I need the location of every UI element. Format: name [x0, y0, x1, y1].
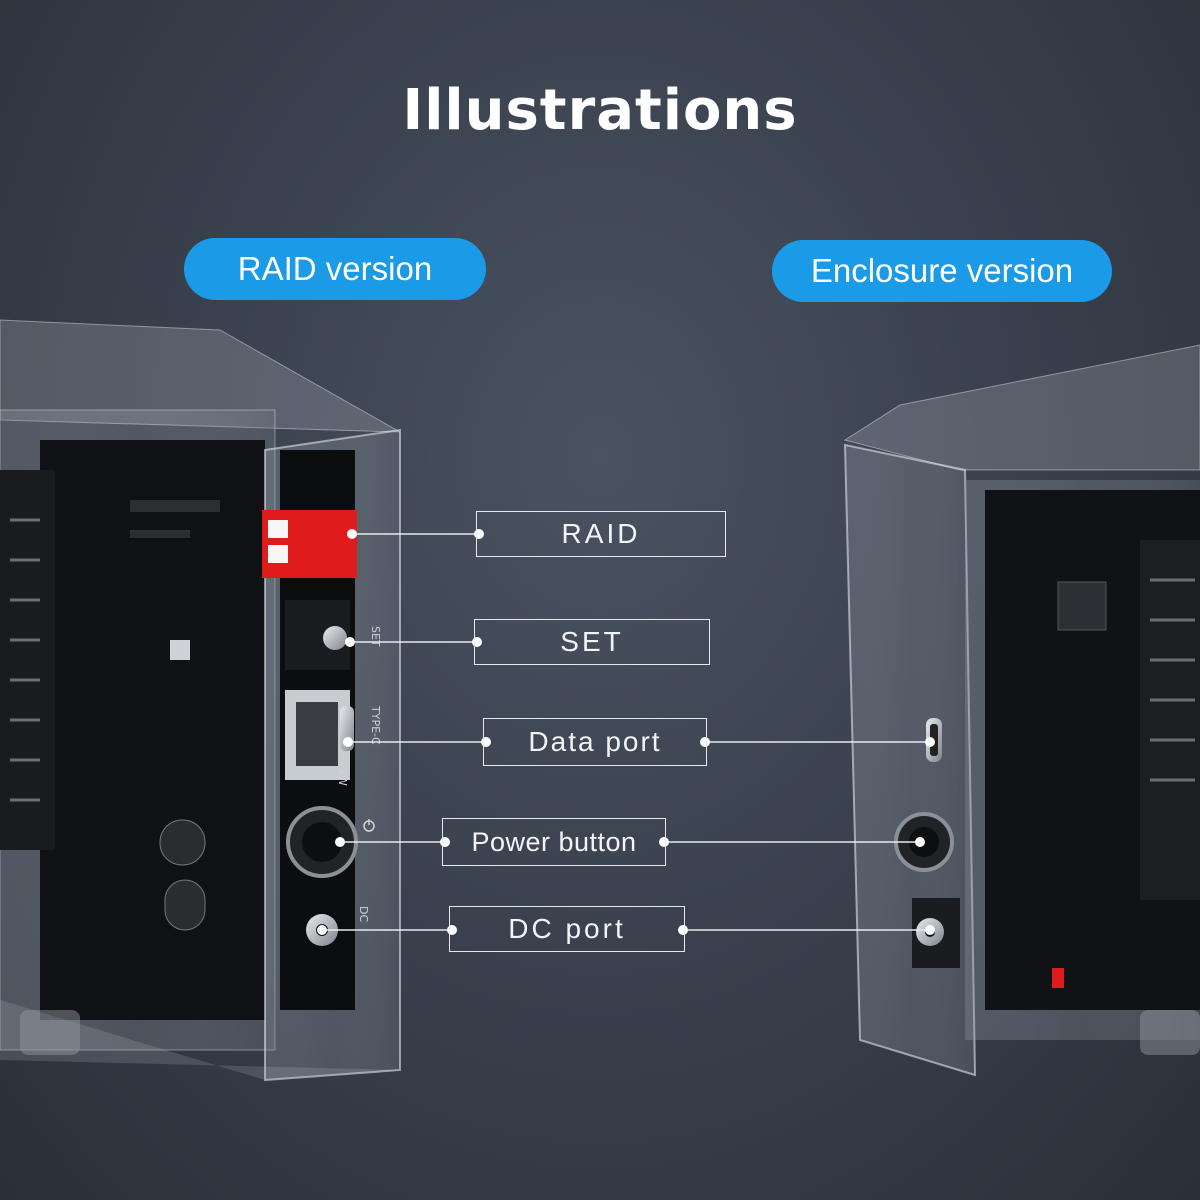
sw-marking: SW [336, 768, 349, 786]
callout-connectors [317, 529, 935, 935]
page-title: Illustrations [402, 78, 798, 143]
power-icon [363, 819, 375, 832]
callout-set: SET [474, 619, 710, 665]
type-c-marking: TYPE-C [369, 705, 382, 745]
enclosure-device [843, 344, 1200, 1077]
enclosure-version-badge: Enclosure version [772, 240, 1112, 302]
callout-data-port: Data port [483, 718, 707, 766]
dc-marking: DC [357, 906, 370, 922]
set-marking: SET [369, 626, 382, 647]
callout-raid: RAID [476, 511, 726, 557]
raid-version-badge: RAID version [184, 238, 486, 300]
callout-power-button: Power button [442, 818, 666, 866]
raid-device: SET TYPE-C SW DC [0, 319, 401, 1082]
callout-dc-port: DC port [449, 906, 685, 952]
set-button [323, 626, 347, 650]
